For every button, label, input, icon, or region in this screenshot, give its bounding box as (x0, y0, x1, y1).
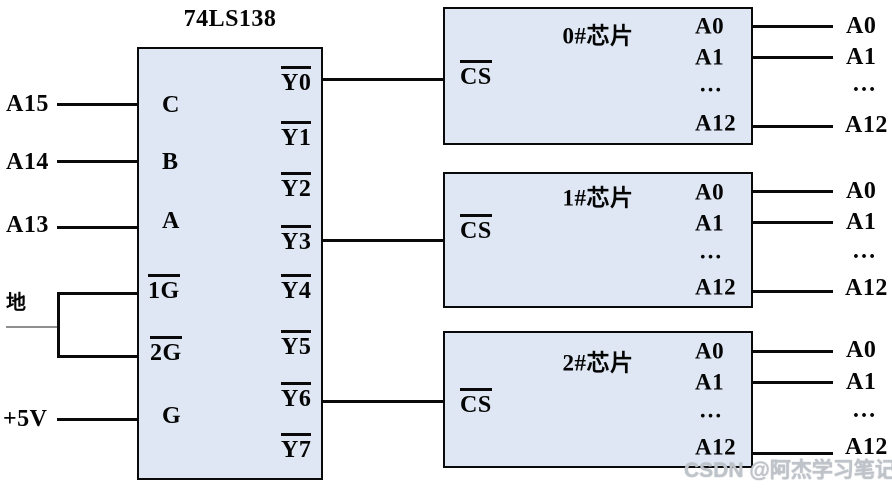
wire-a15 (57, 103, 138, 106)
wire-chip1-a0 (751, 190, 833, 193)
signal-a14: A14 (6, 149, 49, 175)
chip0-pin-a12: A12 (695, 110, 737, 136)
chip0-title: 0#芯片 (562, 23, 634, 49)
decoder-output-y7: Y7 (281, 433, 312, 462)
wire-ground-vertical (57, 292, 60, 358)
chip0-pin-dots: … (699, 71, 723, 97)
chip1-bus-a0: A0 (846, 178, 877, 204)
wire-ground-stub (6, 326, 58, 328)
decoder-title: 74LS138 (183, 6, 277, 32)
wire-a13 (57, 226, 138, 229)
wire-chip2-a12 (751, 452, 833, 455)
wire-chip0-a12 (751, 125, 833, 128)
chip2-bus-dots: … (852, 397, 877, 423)
wire-y6-to-cs2 (321, 400, 444, 403)
chip2-bus-a12: A12 (845, 434, 888, 460)
decoder-input-b: B (162, 149, 179, 175)
wire-y3-to-cs1 (321, 239, 444, 242)
signal-vcc: +5V (3, 406, 48, 432)
chip2-pin-dots: … (699, 397, 723, 423)
decoder-input-2g: 2G (150, 336, 182, 365)
chip1-pin-a12: A12 (695, 274, 737, 300)
wire-1g (57, 292, 138, 295)
chip0-bus-dots: … (852, 71, 877, 97)
chip1-pin-a0: A0 (695, 179, 725, 205)
wire-chip1-a12 (751, 290, 833, 293)
decoder-output-y6: Y6 (281, 382, 312, 411)
chip2-bus-a1: A1 (846, 369, 877, 395)
wire-vcc (57, 418, 138, 421)
decoder-output-y0: Y0 (281, 66, 312, 95)
chip0-bus-a1: A1 (846, 44, 877, 70)
chip1-cs-label: CS (460, 214, 492, 243)
csdn-watermark: CSDN @阿杰学习笔记 (684, 459, 892, 482)
chip2-pin-a0: A0 (695, 338, 725, 364)
chip2-box (443, 331, 753, 468)
decoder-output-y1: Y1 (281, 121, 312, 150)
wire-chip0-a1 (751, 56, 833, 59)
decoder-output-y5: Y5 (281, 330, 312, 359)
chip2-title: 2#芯片 (562, 350, 634, 376)
signal-a15: A15 (6, 91, 49, 117)
chip2-pin-a12: A12 (695, 434, 737, 460)
decoder-input-1g: 1G (148, 274, 180, 303)
chip2-bus-a0: A0 (846, 337, 877, 363)
wire-a14 (57, 160, 138, 163)
chip1-bus-a1: A1 (846, 209, 877, 235)
chip0-box (443, 7, 753, 145)
wire-chip2-a1 (751, 381, 833, 384)
decoder-output-y2: Y2 (281, 172, 312, 201)
decoder-input-g: G (162, 403, 182, 429)
chip1-pin-dots: … (699, 238, 723, 264)
decoder-input-c: C (162, 92, 180, 118)
chip1-title: 1#芯片 (562, 185, 634, 211)
chip0-cs-label: CS (460, 60, 492, 89)
chip2-pin-a1: A1 (695, 369, 725, 395)
signal-a13: A13 (6, 212, 49, 238)
chip0-pin-a1: A1 (695, 44, 725, 70)
chip1-pin-a1: A1 (695, 210, 725, 236)
wire-2g (57, 355, 138, 358)
chip0-pin-a0: A0 (695, 13, 725, 39)
chip1-bus-a12: A12 (845, 275, 888, 301)
chip0-bus-a12: A12 (845, 112, 888, 138)
wire-chip1-a1 (751, 221, 833, 224)
wire-chip2-a0 (751, 350, 833, 353)
wire-y0-to-cs0 (321, 78, 444, 81)
chip0-bus-a0: A0 (846, 13, 877, 39)
wire-chip0-a0 (751, 25, 833, 28)
chip1-box (443, 172, 753, 308)
signal-ground: 地 (6, 292, 27, 314)
chip1-bus-dots: … (852, 238, 877, 264)
chip2-cs-label: CS (460, 388, 492, 417)
decoder-output-y4: Y4 (281, 274, 312, 303)
decoder-output-y3: Y3 (281, 225, 312, 254)
decoder-input-a: A (162, 208, 180, 234)
decoder-box (137, 47, 323, 480)
